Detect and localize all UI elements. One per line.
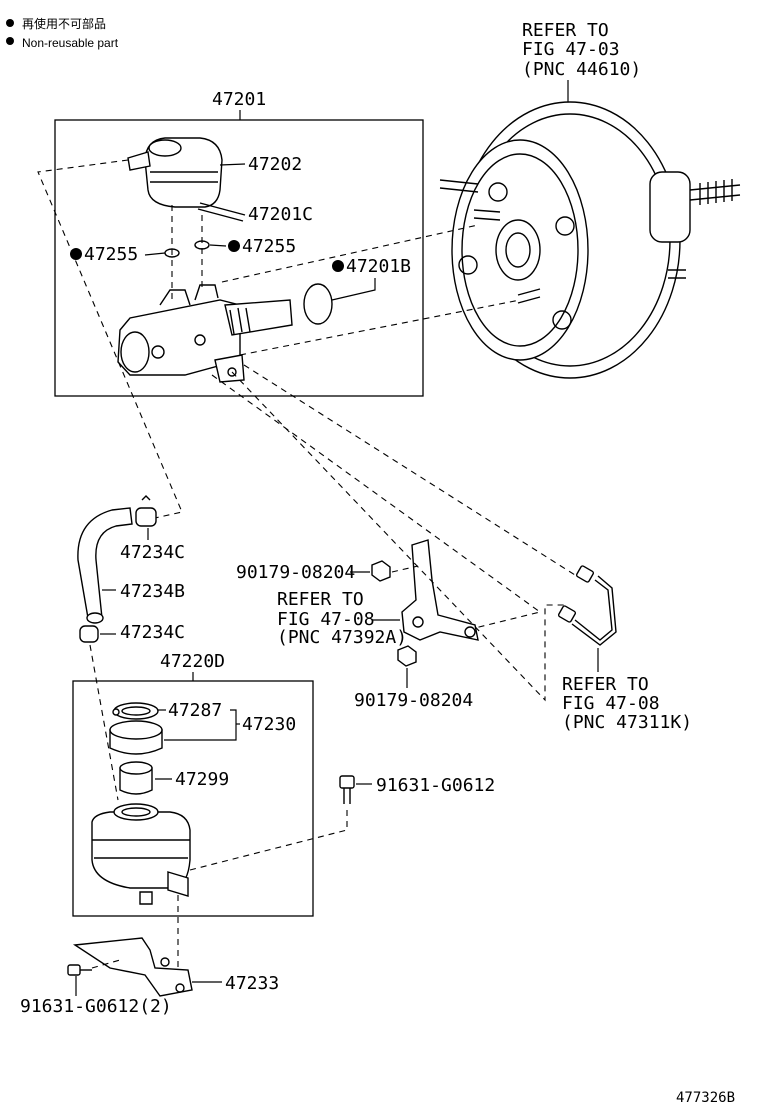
nonreusable-mark-47201B — [332, 260, 344, 272]
refer-booster-text: REFER TO FIG 47-03 (PNC 44610) — [522, 20, 641, 80]
bolt-91631-right — [339, 775, 355, 804]
refer-tube-text: REFER TO FIG 47-08 (PNC 47311K) — [562, 674, 692, 733]
refer-booster-line1: REFER TO — [522, 20, 609, 41]
oring-47201B — [303, 283, 333, 325]
cap-47230 — [109, 720, 163, 755]
refer-bracket-line2: FIG 47-08 — [277, 609, 375, 630]
refer-booster-line2: FIG 47-03 — [522, 39, 620, 60]
master-cylinder — [117, 284, 293, 383]
label-47201B: 47201B — [346, 256, 411, 277]
label-47201: 47201 — [212, 89, 266, 110]
box-47201 — [54, 119, 424, 397]
nut-90179-bottom — [397, 645, 417, 667]
clamp-47234C-bottom — [79, 625, 99, 643]
label-47202: 47202 — [248, 154, 302, 175]
gasket-47287 — [112, 702, 159, 720]
label-47230: 47230 — [242, 714, 296, 735]
reservoir-47202 — [127, 137, 223, 208]
refer-booster-line3: (PNC 44610) — [522, 59, 641, 80]
reservoir-tank — [91, 803, 191, 905]
label-91631-right: 91631-G0612 — [376, 775, 495, 796]
nonreusable-mark-47255-right — [228, 240, 240, 252]
legend-bullet-jp — [6, 19, 14, 27]
label-90179-bottom: 90179-08204 — [354, 690, 473, 711]
hose-47234B — [77, 507, 133, 624]
legend-en: Non-reusable part — [22, 36, 119, 50]
refer-bracket-line3: (PNC 47392A) — [277, 627, 407, 648]
figure-id: 477326B — [676, 1090, 735, 1106]
refer-bracket-line1: REFER TO — [277, 589, 364, 610]
refer-tube-line3: (PNC 47311K) — [562, 712, 692, 733]
label-47234C-top: 47234C — [120, 542, 185, 563]
label-47299: 47299 — [175, 769, 229, 790]
clamp-47234C-top — [135, 495, 157, 527]
strainer-47299 — [119, 761, 153, 795]
label-47220D: 47220D — [160, 651, 225, 672]
bolt-91631-left — [67, 964, 92, 976]
label-47234B: 47234B — [120, 581, 185, 602]
refer-bracket-text: REFER TO FIG 47-08 (PNC 47392A) — [277, 589, 407, 648]
label-90179-top: 90179-08204 — [236, 562, 355, 583]
brake-tube — [557, 565, 617, 646]
pin-47201C — [197, 202, 246, 222]
label-47255-right: 47255 — [242, 236, 296, 257]
label-47201C: 47201C — [248, 204, 313, 225]
refer-tube-line1: REFER TO — [562, 674, 649, 695]
legend-jp: 再使用不可部品 — [22, 16, 106, 31]
label-91631-left: 91631-G0612(2) — [20, 996, 172, 1017]
label-47233: 47233 — [225, 973, 279, 994]
box-47220D — [72, 680, 314, 917]
nonreusable-mark-47255-left — [70, 248, 82, 260]
nut-90179-top — [371, 560, 391, 582]
legend-bullet-en — [6, 37, 14, 45]
refer-tube-line2: FIG 47-08 — [562, 693, 660, 714]
brake-booster — [439, 101, 741, 379]
bracket-47233 — [72, 937, 193, 997]
label-47234C-bottom: 47234C — [120, 622, 185, 643]
label-47255-left: 47255 — [84, 244, 138, 265]
label-47287: 47287 — [168, 700, 222, 721]
bracket-brake-line — [401, 539, 479, 641]
